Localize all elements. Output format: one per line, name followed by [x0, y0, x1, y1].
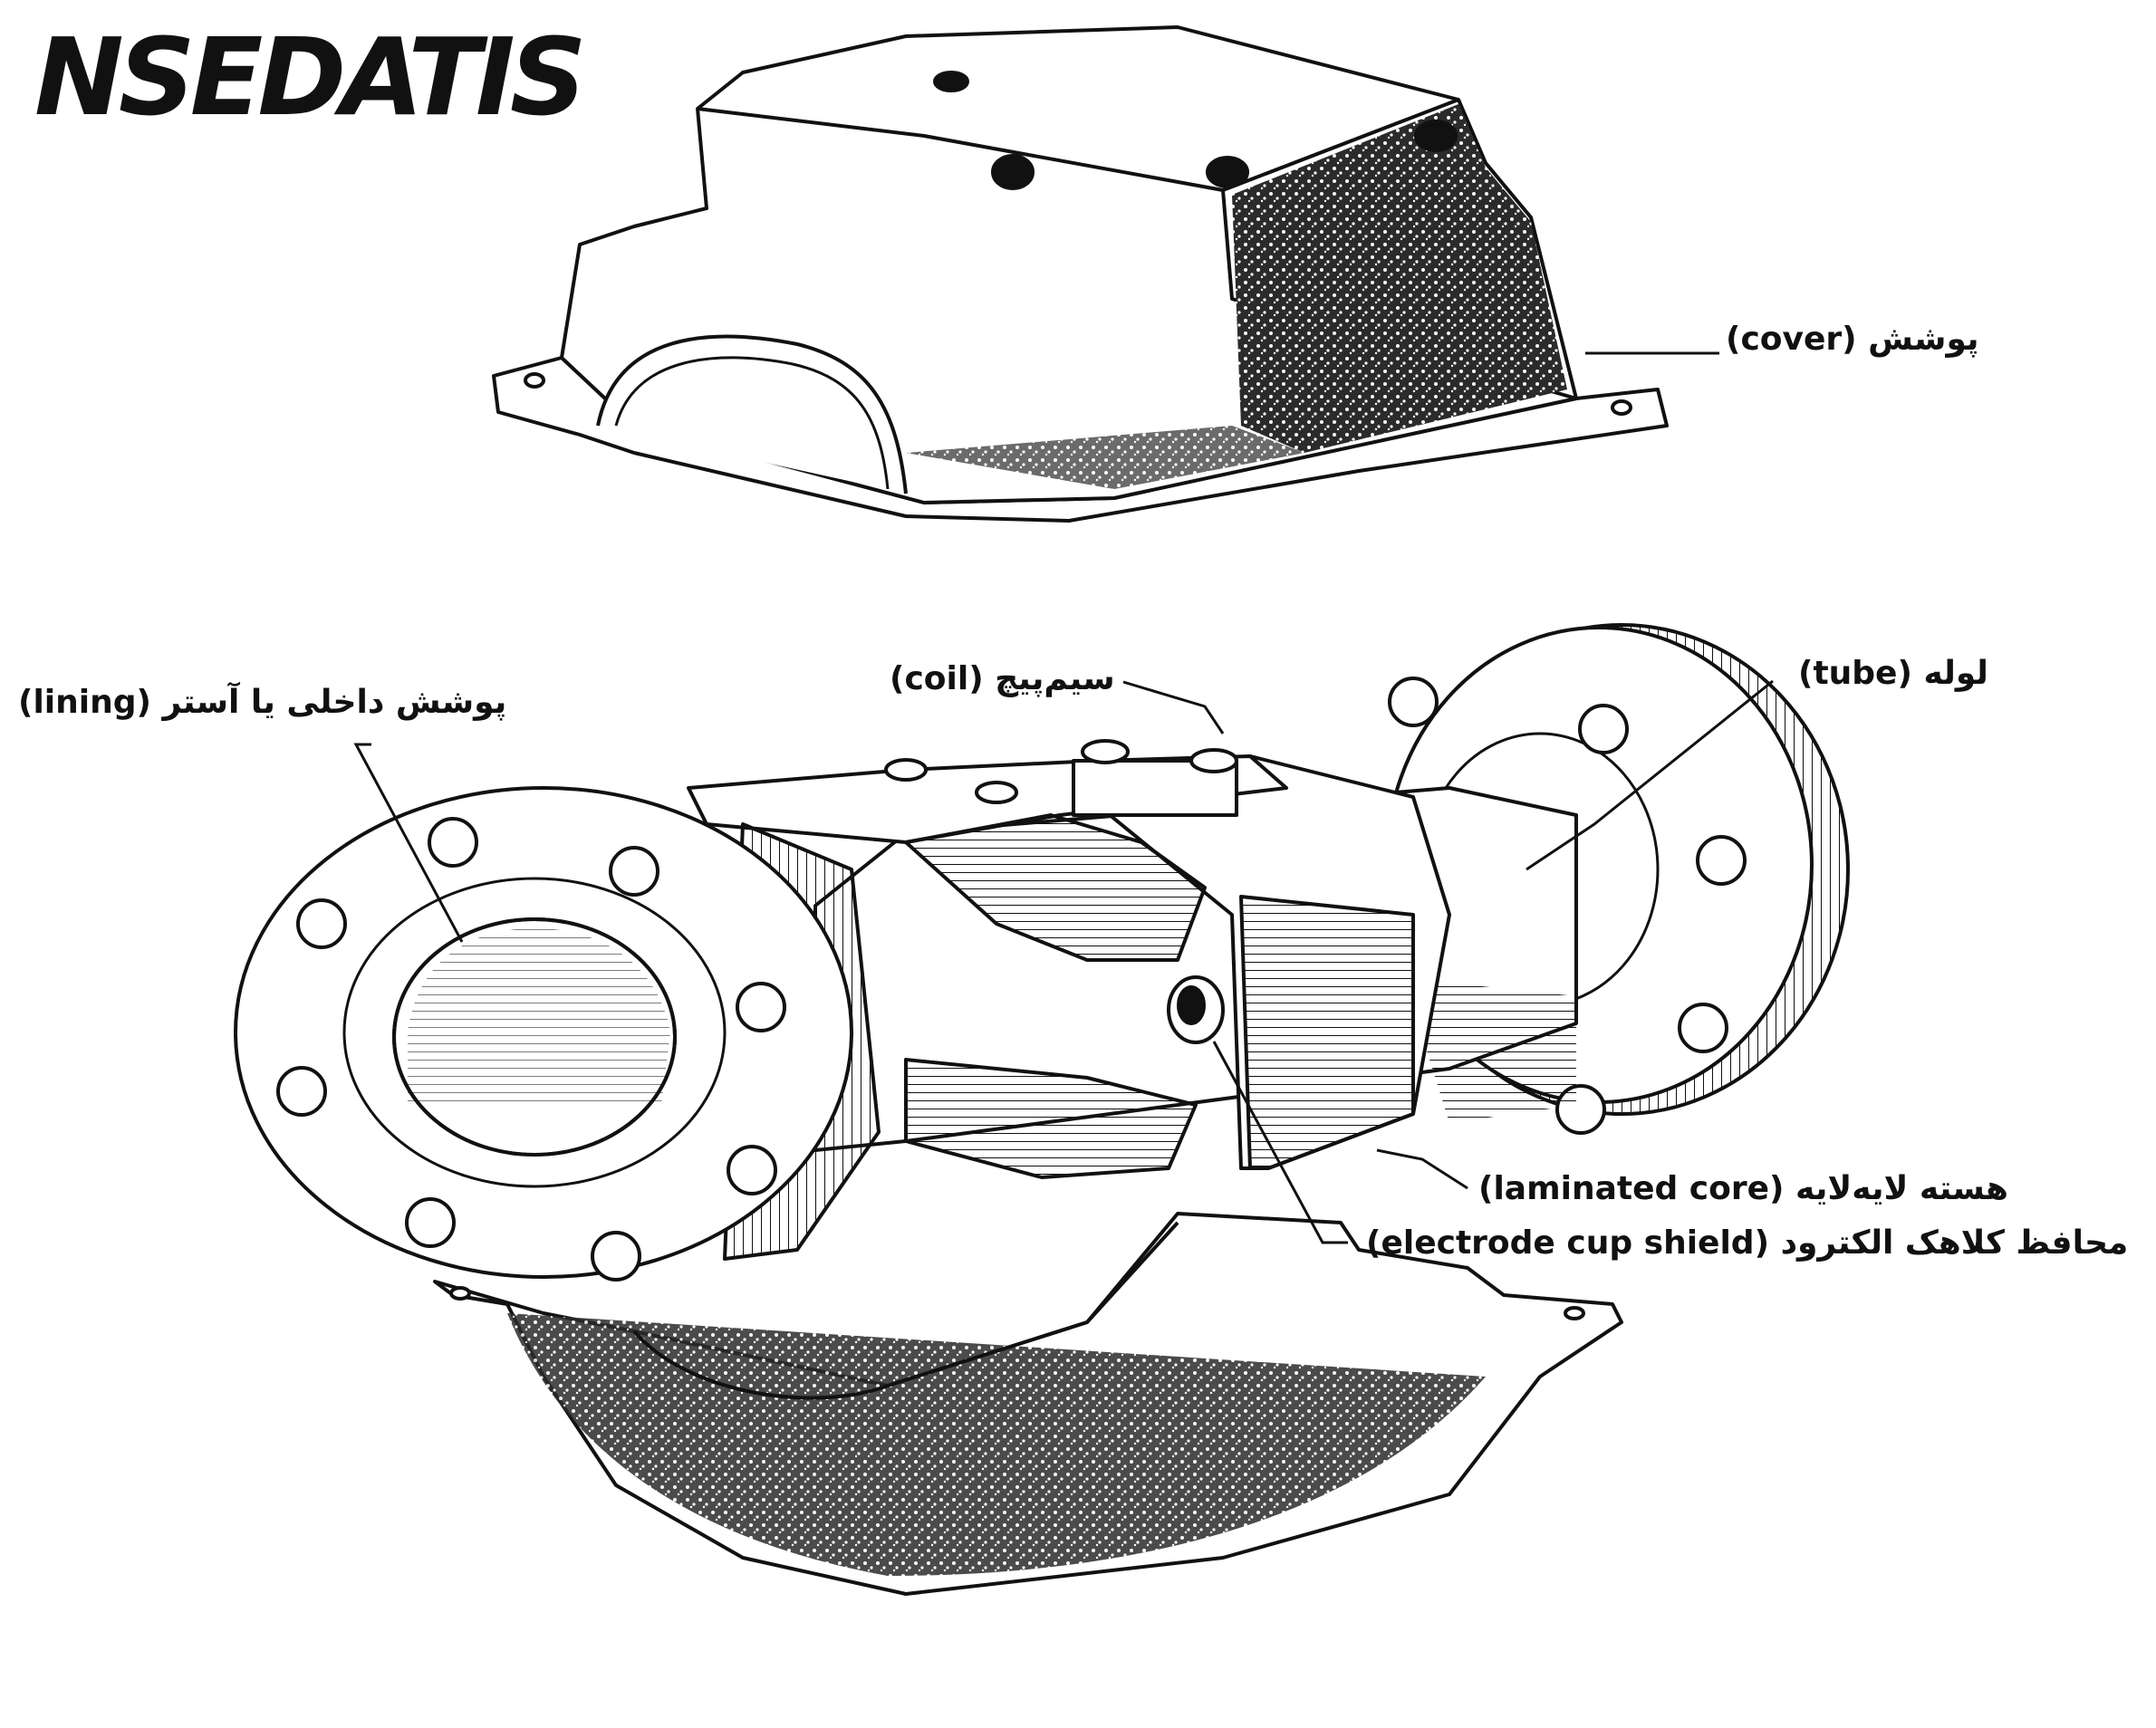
label-cover: (cover) پوشش	[1726, 321, 1979, 358]
leader-tube	[1526, 679, 1774, 871]
cover-part	[492, 25, 1669, 523]
label-tube: (tube) لوله	[1798, 655, 1988, 692]
leader-coil	[1122, 680, 1225, 734]
meter-body	[234, 623, 1850, 1282]
leader-core	[1376, 1148, 1468, 1190]
leader-shield	[1212, 1041, 1348, 1244]
label-coil: (coil) سیم‌پیچ	[890, 660, 1115, 697]
label-lining: (lining) پوشش داخلی یا آستر	[18, 684, 507, 721]
brand-logo: NSEDATIS	[34, 14, 587, 139]
leader-lining	[353, 743, 464, 943]
label-laminated-core: (laminated core) هسته لایه‌لایه	[1478, 1170, 2008, 1207]
label-electrode-cup-shield: (electrode cup shield) محافظ کلاهک الکتر…	[1366, 1224, 2129, 1262]
leader-lines	[353, 351, 1774, 1244]
bottom-shell	[433, 1212, 1623, 1596]
